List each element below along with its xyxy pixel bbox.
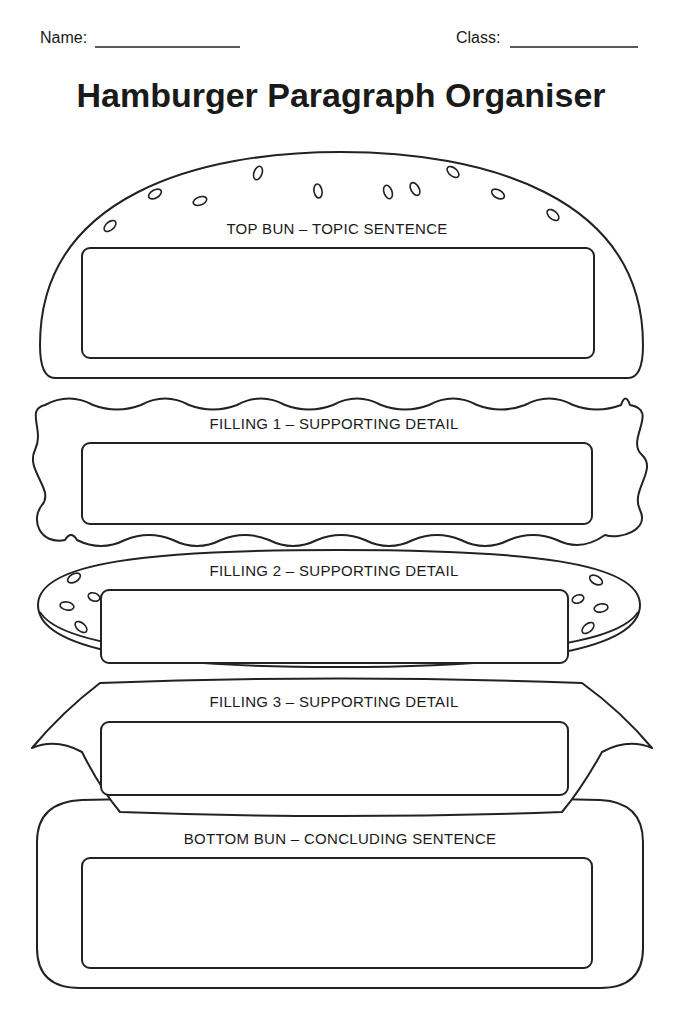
bottom-bun: BOTTOM BUN – CONCLUDING SENTENCE [30,790,650,995]
seed [73,619,89,634]
seed [571,593,585,605]
section-label: FILLING 3 – SUPPORTING DETAIL [209,693,458,710]
seed [313,183,323,198]
tomato-filling: FILLING 2 – SUPPORTING DETAIL [30,545,645,670]
seed [59,601,74,611]
worksheet-title: Hamburger Paragraph Organiser [76,76,605,115]
cheese-filling: FILLING 3 – SUPPORTING DETAIL [25,672,660,824]
seed [102,218,118,233]
cheese-outline [32,679,652,817]
field-label: Name: [40,29,87,47]
seed [66,571,82,585]
class-underline [510,46,638,48]
name-underline [95,46,240,48]
lettuce-outline [33,399,647,547]
writing-box [82,443,592,524]
seed [445,164,461,179]
writing-box [82,858,592,968]
top-bun: TOP BUN – TOPIC SENTENCE [30,140,655,390]
section-label: TOP BUN – TOPIC SENTENCE [226,220,447,237]
seed [545,207,561,222]
section-label: FILLING 2 – SUPPORTING DETAIL [209,562,458,579]
seed [588,573,604,587]
writing-box [82,248,594,358]
seed [490,187,506,201]
lettuce-filling: FILLING 1 – SUPPORTING DETAIL [25,385,660,557]
seed [382,184,394,200]
section-label: BOTTOM BUN – CONCLUDING SENTENCE [184,830,497,847]
section-label: FILLING 1 – SUPPORTING DETAIL [209,415,458,432]
writing-box [101,722,568,795]
seed [252,165,264,181]
top-bun-drawing [30,140,655,390]
bun-outline [37,797,643,988]
seed [87,591,101,603]
bun-outline [40,152,643,378]
seed [593,603,608,613]
seed [408,181,422,197]
lettuce-filling-drawing [25,385,660,557]
bottom-bun-drawing [30,790,650,995]
seed [580,620,596,635]
tomato-outline [38,550,640,667]
writing-box [101,590,568,663]
seed [147,187,163,201]
seed [192,195,208,207]
field-label: Class: [456,29,500,47]
